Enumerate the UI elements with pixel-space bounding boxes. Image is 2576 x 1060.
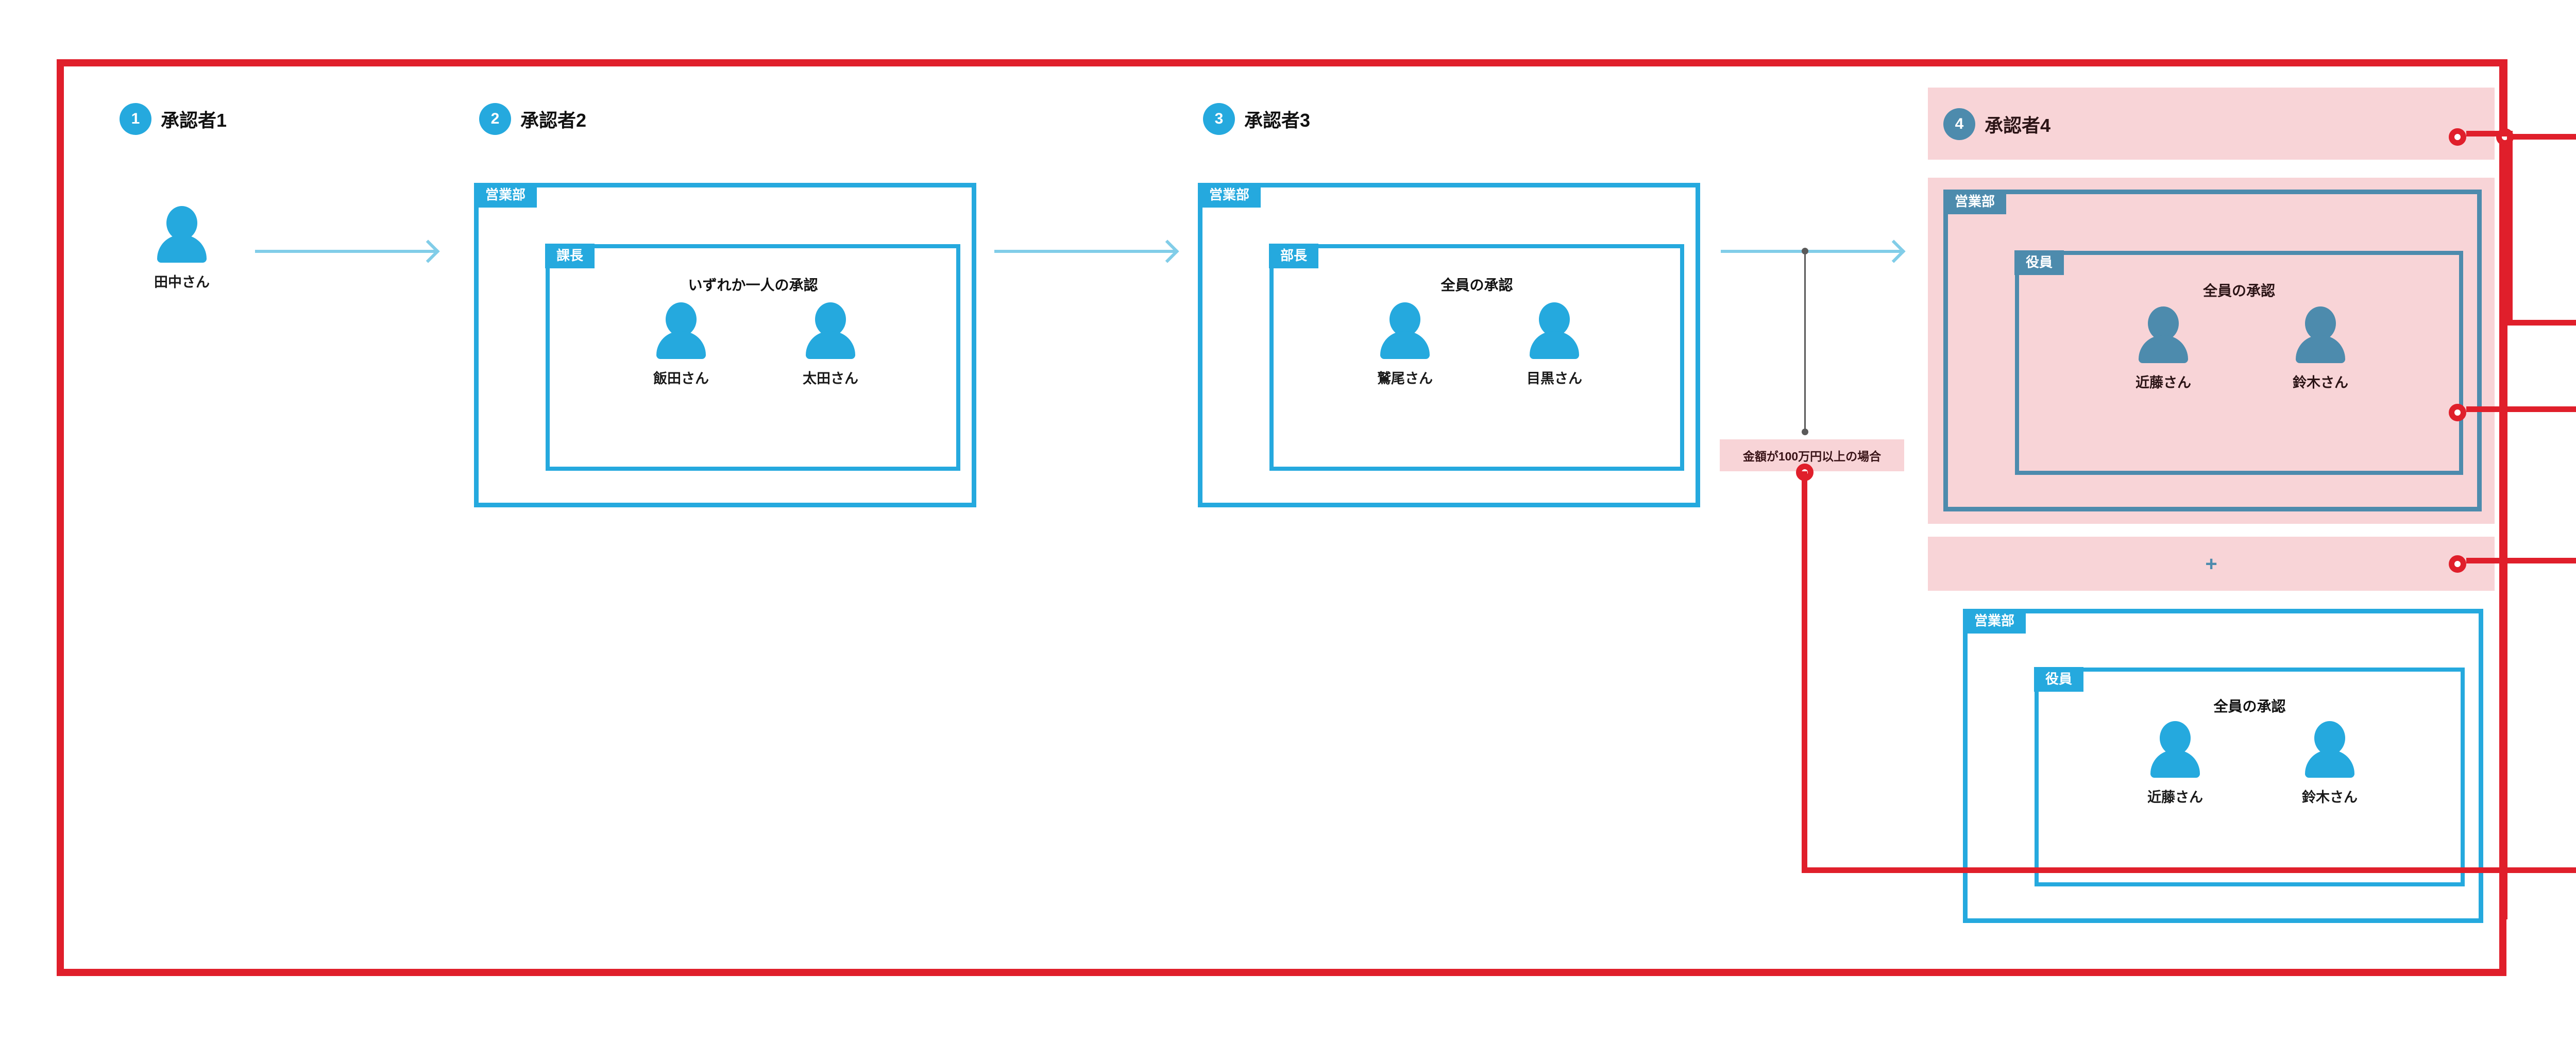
step-header-1: 1 承認者1 xyxy=(120,103,227,135)
condition-chip[interactable]: 金額が100万円以上の場合 xyxy=(1720,439,1904,471)
person-icon xyxy=(1530,302,1579,359)
department-tab-label: 営業部 xyxy=(474,183,537,208)
person-icon xyxy=(806,302,855,359)
person-card[interactable]: 鈴木さん xyxy=(2286,721,2374,806)
callout-line-5a xyxy=(1802,471,1807,873)
person-card[interactable]: 目黒さん xyxy=(1511,302,1598,387)
person-card[interactable]: 鷲尾さん xyxy=(1361,302,1449,387)
condition-branch-line xyxy=(1804,251,1806,432)
step-title-3: 承認者3 xyxy=(1244,110,1311,131)
approval-rule-label: いずれか一人の承認 xyxy=(688,277,818,293)
step-badge-2: 2 xyxy=(479,103,511,135)
person-icon xyxy=(2150,721,2200,778)
person-card[interactable]: 田中さん xyxy=(138,206,226,291)
step4-body-highlight xyxy=(1928,178,2495,524)
callout-line-2b xyxy=(2507,131,2513,322)
callout-anchor-4 xyxy=(2449,555,2466,573)
person-icon xyxy=(1380,302,1430,359)
person-name: 鈴木さん xyxy=(2293,375,2348,390)
department-box-step4-parallel[interactable]: 営業部 役員 全員の承認 近藤さん 鈴木さん xyxy=(1963,609,2483,923)
person-icon xyxy=(2139,306,2188,363)
step4-add-highlight xyxy=(1928,537,2495,591)
step-title-2: 承認者2 xyxy=(520,110,587,131)
person-card[interactable]: 鈴木さん xyxy=(2277,306,2364,391)
role-box-step3[interactable]: 部長 全員の承認 鷲尾さん 目黒さん xyxy=(1269,244,1684,471)
flow-arrow-3-4 xyxy=(1721,250,1901,253)
department-box-step4[interactable]: 営業部 役員 全員の承認 近藤さん 鈴木さん xyxy=(1943,190,2482,511)
role-box-step4-parallel[interactable]: 役員 全員の承認 近藤さん 鈴木さん xyxy=(2034,667,2465,886)
person-name: 目黒さん xyxy=(1527,371,1582,386)
callout-line-2a xyxy=(2466,131,2513,136)
role-box-step2[interactable]: 課長 いずれか一人の承認 飯田さん 太田さん xyxy=(545,244,960,471)
person-card[interactable]: 飯田さん xyxy=(637,302,725,387)
person-name: 鷲尾さん xyxy=(1377,371,1433,386)
step-header-3: 3 承認者3 xyxy=(1203,103,1310,135)
person-icon xyxy=(2305,721,2354,778)
department-box-step3[interactable]: 営業部 部長 全員の承認 鷲尾さん 目黒さん xyxy=(1198,183,1700,507)
step-badge-4: 4 xyxy=(1943,108,1975,140)
role-tab-label: 部長 xyxy=(1269,244,1319,268)
department-tab-label: 営業部 xyxy=(1943,190,2007,214)
callout-line-2c xyxy=(2507,320,2576,326)
role-box-step4[interactable]: 役員 全員の承認 近藤さん 鈴木さん xyxy=(2014,250,2463,475)
callout-anchor-2 xyxy=(2449,128,2466,146)
step-badge-1: 1 xyxy=(120,103,151,135)
person-name: 太田さん xyxy=(803,371,858,386)
callout-line-1 xyxy=(2505,134,2576,140)
callout-trunk-line xyxy=(2502,59,2507,919)
person-icon xyxy=(157,206,207,263)
person-name: 近藤さん xyxy=(2147,790,2203,805)
callout-anchor-3 xyxy=(2449,404,2466,421)
person-card[interactable]: 近藤さん xyxy=(2120,306,2207,391)
callout-line-5b xyxy=(1802,867,2576,873)
person-card[interactable]: 近藤さん xyxy=(2131,721,2219,806)
step-header-4: 4 承認者4 xyxy=(1943,108,2050,140)
step-title-1: 承認者1 xyxy=(161,110,227,131)
add-parallel-approver-button[interactable]: + xyxy=(2205,552,2217,575)
person-name: 田中さん xyxy=(154,275,210,290)
callout-line-4a xyxy=(2466,558,2576,563)
department-tab-label: 営業部 xyxy=(1198,183,1261,208)
step4-header-highlight xyxy=(1928,88,2495,160)
person-icon xyxy=(656,302,706,359)
callout-line-3a xyxy=(2466,406,2576,412)
flow-arrow-2-3 xyxy=(994,250,1175,253)
step-header-2: 2 承認者2 xyxy=(479,103,586,135)
approval-rule-label: 全員の承認 xyxy=(2202,283,2275,299)
condition-branch-dot-bottom xyxy=(1802,429,1808,435)
role-tab-label: 役員 xyxy=(2034,667,2084,692)
approval-rule-label: 全員の承認 xyxy=(1440,277,1513,293)
step-title-4: 承認者4 xyxy=(1985,115,2051,136)
person-name: 鈴木さん xyxy=(2302,790,2358,805)
role-tab-label: 役員 xyxy=(2014,250,2064,275)
approval-rule-label: 全員の承認 xyxy=(2213,698,2286,714)
department-tab-label: 営業部 xyxy=(1963,609,2026,634)
person-icon xyxy=(2296,306,2345,363)
person-name: 近藤さん xyxy=(2136,375,2191,390)
condition-branch-dot-top xyxy=(1802,248,1808,254)
role-tab-label: 課長 xyxy=(545,244,595,268)
application-flow-frame xyxy=(57,59,2506,976)
person-card[interactable]: 太田さん xyxy=(787,302,874,387)
person-name: 飯田さん xyxy=(653,371,709,386)
flow-arrow-1-2 xyxy=(255,250,435,253)
department-box-step2[interactable]: 営業部 課長 いずれか一人の承認 飯田さん 太田さん xyxy=(474,183,976,507)
step-badge-3: 3 xyxy=(1203,103,1235,135)
